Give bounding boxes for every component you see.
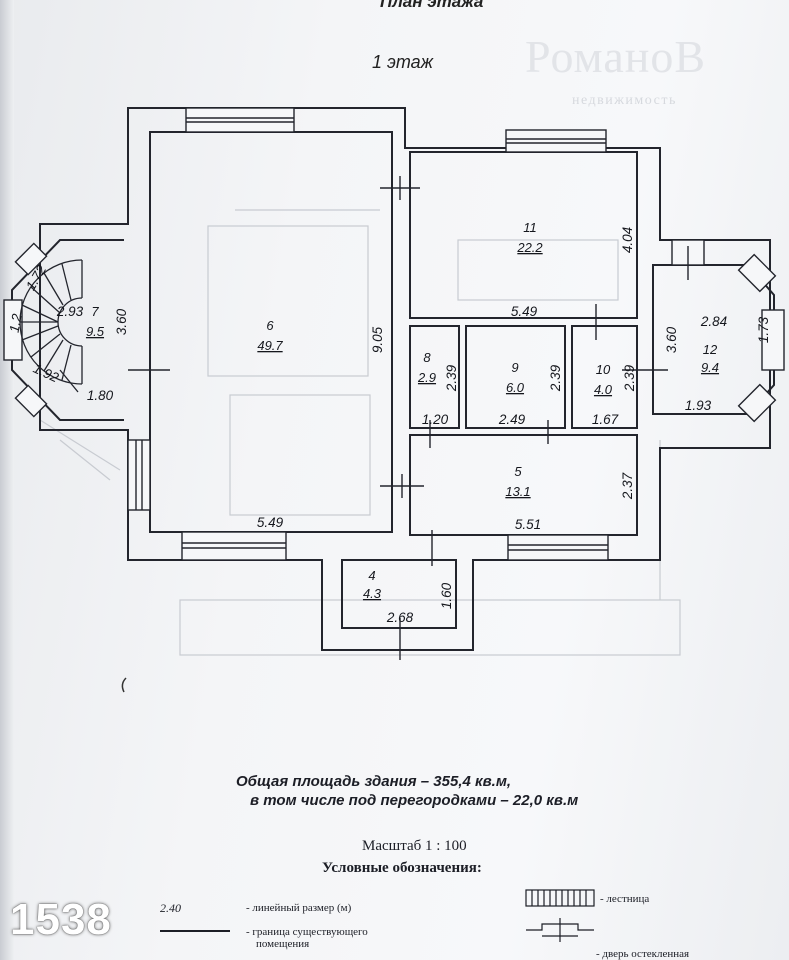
- dim-room11-width: 5.49: [511, 304, 538, 319]
- room-11-area: 22.2: [516, 240, 543, 255]
- dim-room7-a: 1.80: [87, 388, 114, 403]
- dim-room6-width: 5.49: [257, 515, 284, 530]
- legend-dimension-desc: - линейный размер (м): [246, 902, 352, 914]
- room-8-number: 8: [423, 350, 431, 365]
- dim-room7-b: 1.92: [31, 361, 62, 386]
- room-4-number: 4: [368, 568, 375, 583]
- dim-room7-height: 3.60: [114, 308, 129, 335]
- door-marks: [128, 176, 689, 660]
- room-12-area: 9.4: [701, 360, 719, 375]
- dim-room5-height: 2.37: [620, 472, 635, 500]
- dim-room6-height: 9.05: [370, 326, 385, 353]
- dim-room12-bottom: 1.93: [685, 398, 712, 413]
- dim-room7-width: 2.93: [56, 304, 84, 319]
- room-9-area: 6.0: [506, 380, 525, 395]
- dim-room8-height: 2.39: [444, 364, 459, 392]
- listing-number: 1538: [10, 895, 112, 944]
- dim-room12-height: 3.60: [664, 326, 679, 353]
- spiral-stair: [19, 259, 83, 393]
- dimension-labels: 9.05 5.49 4.04 5.49 3.60 2.93 1.80 1.92 …: [7, 227, 771, 625]
- dim-room12-side: 1.73: [756, 316, 771, 343]
- room-4-area: 4.3: [363, 586, 382, 601]
- dim-room7-d: 1.2: [7, 312, 25, 334]
- total-area-line-2: в том числе под перегородками – 22,0 кв.…: [250, 792, 579, 809]
- scale-label: Масштаб 1 : 100: [362, 838, 467, 854]
- dim-room9-width: 2.49: [498, 412, 526, 427]
- room-11-number: 11: [523, 220, 537, 235]
- dim-room5-width: 5.51: [515, 517, 541, 532]
- room-10-number: 10: [596, 362, 611, 377]
- room-6-number: 6: [266, 318, 274, 333]
- ghost-lines: [39, 209, 681, 656]
- legend-dimension-sample: 2.40: [160, 901, 181, 915]
- room-7-number: 7: [91, 304, 99, 319]
- dim-room4-height: 1.60: [439, 582, 454, 609]
- legend-boundary-desc-2: помещения: [256, 938, 310, 950]
- dim-room4-width: 2.68: [386, 610, 414, 625]
- legend-symbols: [525, 889, 595, 942]
- header-title: План этажа: [380, 0, 484, 11]
- room-8-area: 2.9: [417, 370, 436, 385]
- watermark-subtitle: недвижимость: [572, 93, 677, 108]
- legend-title: Условные обозначения:: [322, 860, 482, 876]
- floor-plan-drawing: 6 49.7 11 22.2 7 9.5 12 9.4 8 2.9 9 6.0 …: [3, 107, 785, 693]
- room-12-number: 12: [703, 342, 718, 357]
- watermark-brand: РоманоВ: [525, 31, 707, 82]
- room-10-area: 4.0: [594, 382, 613, 397]
- dim-room10-height: 2.39: [622, 364, 637, 392]
- dim-room10-width: 1.67: [592, 412, 619, 427]
- room-5-number: 5: [514, 464, 522, 479]
- room-labels: 6 49.7 11 22.2 7 9.5 12 9.4 8 2.9 9 6.0 …: [86, 220, 719, 601]
- total-area-line-1: Общая площадь здания – 355,4 кв.м,: [236, 773, 512, 790]
- legend-boundary-line: [160, 930, 230, 932]
- legend-boundary-desc-1: - граница существующего: [246, 926, 368, 938]
- total-area-text: Общая площадь здания – 355,4 кв.м, в том…: [236, 772, 578, 810]
- room-9-number: 9: [511, 360, 518, 375]
- dim-room9-height: 2.39: [548, 364, 563, 392]
- legend-stairs-desc: - лестница: [600, 893, 650, 905]
- room-7-area: 9.5: [86, 324, 105, 339]
- room-5-area: 13.1: [505, 484, 530, 499]
- windows: [3, 107, 785, 561]
- legend-door-desc: - дверь остекленная: [596, 948, 690, 960]
- floor-title: 1 этаж: [372, 52, 434, 72]
- room-6-area: 49.7: [257, 338, 283, 353]
- margin-ticks: [121, 677, 127, 693]
- dim-room11-height: 4.04: [620, 227, 635, 253]
- dim-room12-top: 2.84: [700, 314, 727, 329]
- legend-stairs-icon: [525, 889, 595, 907]
- dim-room8-width: 1.20: [422, 412, 449, 427]
